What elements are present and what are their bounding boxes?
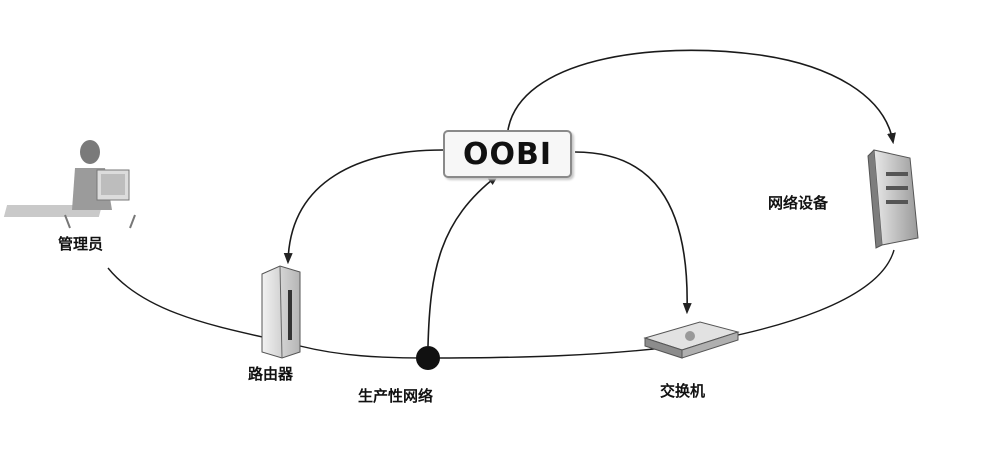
oobi-box: OOBI	[443, 130, 572, 178]
network-to-oobi-arrow	[427, 174, 499, 347]
switch-icon	[643, 321, 740, 359]
network-ring-line	[107, 249, 895, 359]
oobi-label: OOBI	[462, 136, 553, 172]
administrator-icon	[3, 140, 136, 229]
network-device-label: 网络设备	[768, 194, 829, 212]
administrator-label: 管理员	[58, 235, 104, 253]
server-icon	[867, 149, 919, 249]
oobi-to-router-arrow	[283, 149, 444, 265]
oobi-to-switch-arrow	[574, 151, 692, 315]
network-node-icon	[416, 346, 440, 370]
switch-label: 交换机	[660, 382, 706, 400]
production-network-label: 生产性网络	[358, 387, 434, 405]
router-label: 路由器	[248, 365, 294, 383]
oobi-to-device-arrow	[507, 49, 896, 145]
router-icon	[261, 265, 301, 359]
